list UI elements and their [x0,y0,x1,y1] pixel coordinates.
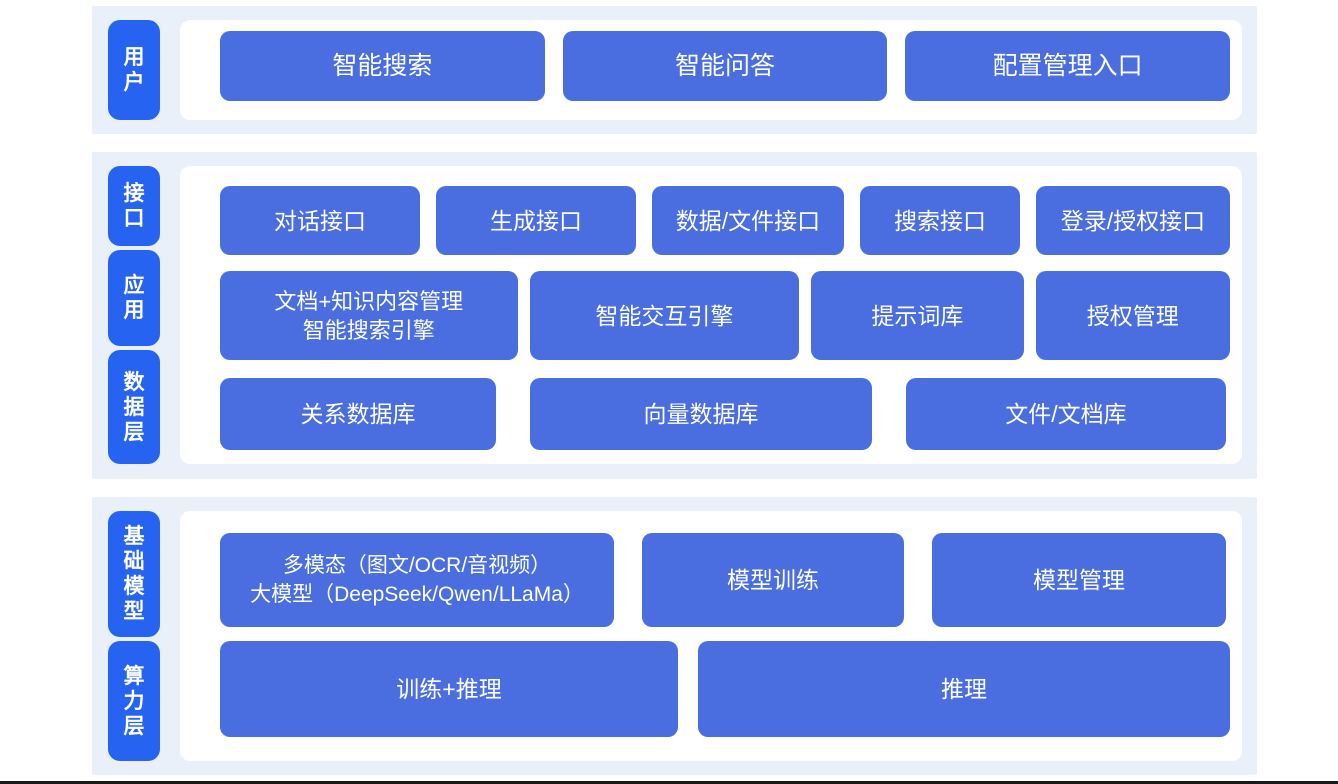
box-inference[interactable]: 推理 [698,641,1230,737]
box-doc-knowledge-management[interactable]: 文档+知识内容管理 智能搜索引擎 [220,271,518,360]
box-authorization-management[interactable]: 授权管理 [1035,271,1230,360]
box-generation-api[interactable]: 生成接口 [436,186,636,255]
box-data-file-api[interactable]: 数据/文件接口 [652,186,844,255]
compute-row: 训练+推理 推理 [220,641,1230,737]
box-smart-interaction-engine[interactable]: 智能交互引擎 [529,271,800,360]
box-model-training[interactable]: 模型训练 [642,533,904,627]
layer-tab-data-label: 数据层 [123,370,145,444]
box-model-management[interactable]: 模型管理 [932,533,1226,627]
layer-tab-application[interactable]: 应用 [108,250,160,346]
layer-tab-interface[interactable]: 接口 [108,166,160,246]
layer-tab-user[interactable]: 用户 [108,20,160,120]
data-row: 关系数据库 向量数据库 文件/文档库 [220,378,1230,450]
box-login-auth-api[interactable]: 登录/授权接口 [1036,186,1230,255]
layer-tab-application-label: 应用 [123,274,145,322]
layer-tab-user-label: 用户 [123,46,145,94]
layer-tab-foundation-model[interactable]: 基础模型 [108,511,160,637]
layer-tab-compute[interactable]: 算力层 [108,641,160,761]
box-prompt-library[interactable]: 提示词库 [811,271,1024,360]
layer-tab-interface-label: 接口 [123,182,145,230]
box-smart-qa[interactable]: 智能问答 [562,31,888,101]
layer-tab-data[interactable]: 数据层 [108,350,160,464]
box-search-api[interactable]: 搜索接口 [860,186,1020,255]
box-training-inference[interactable]: 训练+推理 [220,641,678,737]
model-row: 多模态（图文/OCR/音视频） 大模型（DeepSeek/Qwen/LLaMa）… [220,533,1230,627]
box-config-management-entry[interactable]: 配置管理入口 [905,31,1231,101]
box-vector-database[interactable]: 向量数据库 [530,378,872,450]
box-multimodal-large-model[interactable]: 多模态（图文/OCR/音视频） 大模型（DeepSeek/Qwen/LLaMa） [220,533,614,627]
layer-tab-foundation-model-label: 基础模型 [123,525,145,623]
layer-tab-compute-label: 算力层 [123,664,145,738]
interface-row: 对话接口 生成接口 数据/文件接口 搜索接口 登录/授权接口 [220,186,1230,255]
box-smart-search[interactable]: 智能搜索 [220,31,545,101]
box-dialog-api[interactable]: 对话接口 [220,186,420,255]
box-file-document-store[interactable]: 文件/文档库 [906,378,1226,450]
application-row: 文档+知识内容管理 智能搜索引擎 智能交互引擎 提示词库 授权管理 [220,271,1230,360]
page-bottom-rule [0,781,1338,784]
user-capability-row: 智能搜索 智能问答 配置管理入口 [220,31,1231,101]
box-relational-database[interactable]: 关系数据库 [220,378,496,450]
